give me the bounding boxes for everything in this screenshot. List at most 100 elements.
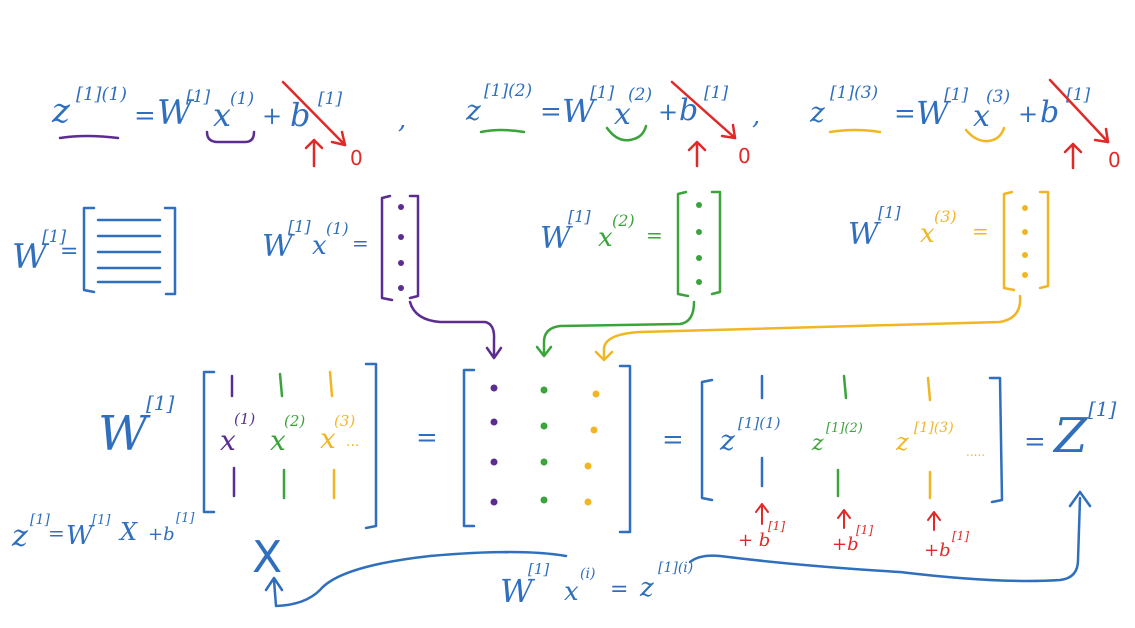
eq3-x: x [973, 99, 990, 134]
eq3-up-arrow-icon [1063, 142, 1083, 170]
eq1-equals: = [134, 101, 156, 131]
product-3: W [1] x (3) = [848, 190, 1050, 292]
x-col3-x: x [320, 422, 336, 455]
product2-right-bracket [710, 190, 722, 296]
eq1-w: W [157, 93, 195, 133]
z-col1-z: z [719, 424, 735, 457]
z-matrix-left-bracket [700, 378, 714, 502]
product3-equals: = [972, 219, 989, 243]
product3-right-bracket [1038, 190, 1050, 290]
product2-dot [696, 229, 702, 235]
dot-matrix-dot [584, 498, 592, 506]
product2-dot [696, 202, 702, 208]
x-col3-top-line [328, 370, 334, 398]
left-eq-w-superscript: [1] [92, 513, 111, 528]
eq1-z-underline [58, 134, 120, 140]
eq2-z-underline [479, 128, 526, 134]
eq1-up-arrow-icon [304, 138, 324, 168]
bottom-left-arrowhead-icon [264, 576, 284, 592]
eq1-z: z [51, 91, 71, 131]
dot-matrix-dot [590, 426, 598, 434]
eq2-plus: + [658, 98, 678, 126]
eq1-strike-arrowhead [330, 130, 347, 147]
z-matrix-right-bracket [988, 376, 1004, 504]
x-col1-x: x [220, 424, 236, 457]
purple-connector-arrow [408, 300, 496, 358]
left-vectorized-equation: z [1] = W [1] X +b [1] [11, 511, 195, 554]
eq3-b-superscript: [1] [1066, 85, 1090, 105]
eq3-plus: + [1018, 100, 1038, 128]
bottom-center-equation: W [1] x (i) = z [1](i) [500, 560, 693, 610]
left-eq-X: X [118, 518, 138, 546]
x-matrix-right-bracket [364, 362, 378, 530]
dot-matrix-dot [540, 422, 548, 430]
dot-matrix-right-bracket [618, 364, 632, 534]
weight-w: W [12, 237, 50, 277]
product1-w: W [262, 229, 295, 264]
product3-dot [1022, 205, 1028, 211]
left-eq-z-superscript: [1] [30, 512, 50, 528]
eq3-zero: 0 [1108, 148, 1121, 172]
product1-left-bracket [380, 194, 394, 302]
z-col2-superscript: [1](2) [826, 421, 863, 436]
bottom-w: W [98, 406, 151, 462]
eq1-comma: , [398, 105, 406, 135]
eq3-x-superscript: (3) [986, 87, 1010, 107]
left-eq-equals: = [48, 521, 65, 545]
product1-w-superscript: [1] [288, 217, 311, 236]
bottom-Z-superscript: [1] [1088, 397, 1117, 421]
center-eq-x-superscript: (i) [580, 566, 595, 582]
product2-w-superscript: [1] [568, 207, 591, 226]
eq3-w: W [916, 94, 952, 132]
plus-b-1: + b [738, 530, 770, 551]
x-col2-superscript: (2) [284, 412, 305, 430]
eq2-b-superscript: [1] [704, 83, 728, 103]
product3-dot [1022, 229, 1028, 235]
bottom-equals-3: = [1024, 427, 1046, 457]
product3-dot [1022, 252, 1028, 258]
x-ellipsis: ... [346, 434, 359, 450]
product1-x: x [312, 231, 327, 261]
eq2-strike-line [670, 80, 737, 140]
eq3-strike-line [1048, 78, 1110, 144]
left-eq-z: z [11, 519, 28, 554]
z-col2-z: z [811, 431, 824, 456]
eq1-b-superscript: [1] [318, 89, 342, 109]
dot-matrix-dot [584, 462, 592, 470]
product-2: W [1] x (2) = [540, 190, 722, 298]
dot-matrix-left-bracket [462, 368, 476, 528]
eq2-strike-arrowhead [720, 123, 737, 140]
eq2-w-superscript: [1] [590, 83, 614, 103]
eq1-strike-line [281, 80, 347, 147]
product3-x-superscript: (3) [934, 207, 957, 226]
eq2-z: z [465, 94, 481, 127]
left-eq-plus-b: +b [148, 524, 175, 545]
yellow-arrowhead-icon [594, 350, 614, 362]
center-eq-w: W [500, 572, 536, 610]
eq3-z: z [809, 96, 825, 129]
eq1-x-brace [205, 130, 256, 144]
weight-left-bracket [82, 206, 96, 294]
center-eq-equals: = [610, 577, 628, 602]
eq1-x-superscript: (1) [230, 89, 254, 109]
eq1-z-superscript: [1](1) [76, 84, 127, 105]
z-ellipsis: ..... [966, 445, 985, 459]
eq2-zero: 0 [738, 144, 751, 168]
dot-matrix-dot [540, 458, 548, 466]
eq3-equals: = [894, 99, 916, 129]
eq3-w-superscript: [1] [944, 85, 968, 105]
dot-matrix-dot [540, 496, 548, 504]
eq1-x: x [213, 96, 231, 134]
product1-right-bracket [408, 194, 420, 300]
dot-matrix-dot [490, 458, 498, 466]
product1-dot [398, 260, 404, 266]
top-equation-3: z [1](3) = W [1] x (3) + b [1] 0 [809, 78, 1121, 172]
eq2-equals: = [540, 97, 562, 127]
product1-dot [398, 234, 404, 240]
z-col3-superscript: [1](3) [914, 420, 954, 436]
product2-equals: = [646, 223, 663, 247]
product2-dot [696, 255, 702, 261]
product2-w: W [540, 221, 573, 256]
eq3-x-brace [964, 126, 1006, 143]
